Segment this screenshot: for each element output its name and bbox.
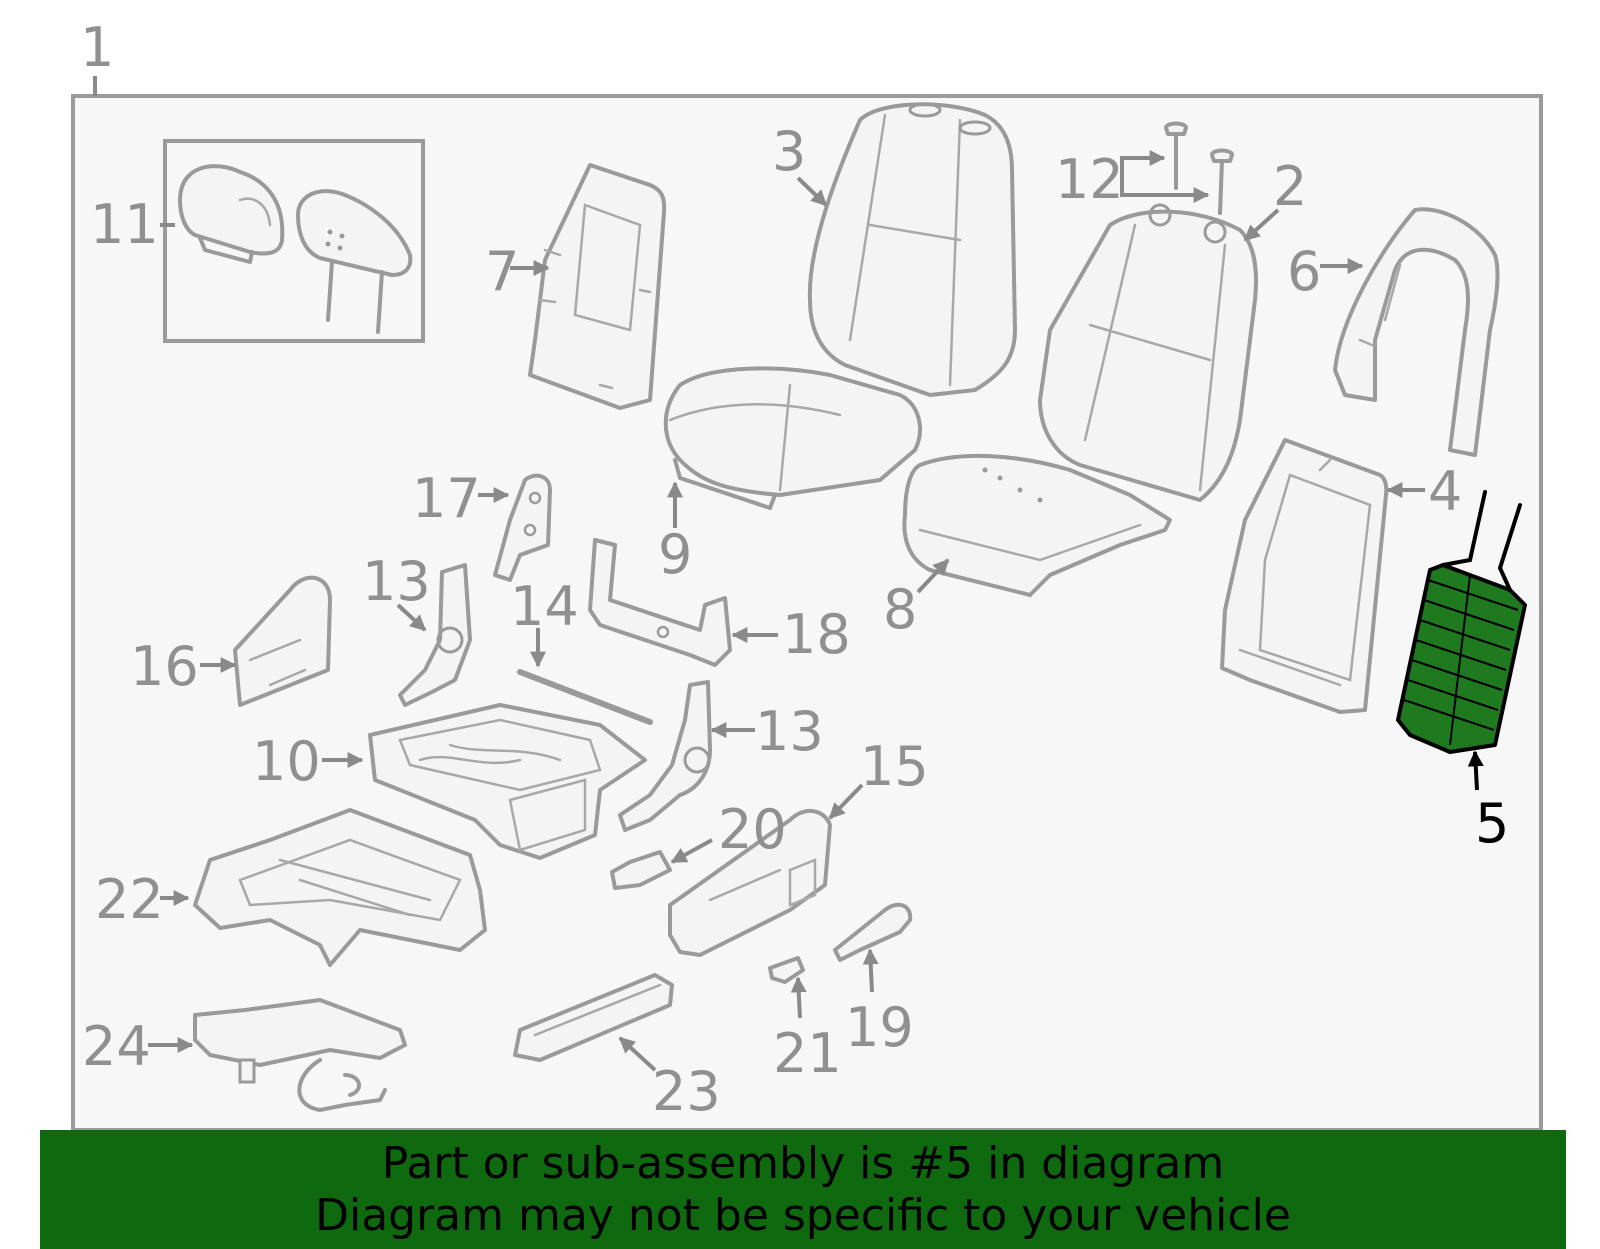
banner-line-disclaimer: Diagram may not be specific to your vehi… [315,1189,1291,1241]
part-back-frame [1220,438,1389,714]
leader-lines [148,150,1484,1072]
part-recliner-13-left [398,563,472,707]
part-rod-14 [517,669,653,725]
callout-10[interactable]: 10 [252,730,321,793]
part-wire-harness-24 [193,998,407,1112]
callout-24[interactable]: 24 [82,1015,151,1078]
callout-12[interactable]: 12 [1055,148,1124,211]
part-cushion-frame [368,703,647,860]
callout-6[interactable]: 6 [1287,240,1321,303]
callout-19[interactable]: 19 [845,996,914,1059]
callout-1[interactable]: 1 [80,16,114,79]
callout-18[interactable]: 18 [782,603,851,666]
part-switch-20 [610,850,672,890]
callout-22[interactable]: 22 [95,868,164,931]
callout-13-left[interactable]: 13 [362,550,431,613]
part-lumbar-support-highlighted [1396,490,1527,754]
part-seatback-cover [807,102,1017,397]
part-seat-track-22 [193,808,487,967]
part-cushion-cover [663,366,922,510]
callout-20[interactable]: 20 [718,798,787,861]
part-bracket-17 [493,473,552,582]
callout-15[interactable]: 15 [860,735,929,798]
part-headrests [163,139,425,343]
part-back-panel [528,163,667,410]
part-side-shield-16 [233,575,332,707]
part-cap-21 [768,956,805,984]
part-seatback-pad [1038,203,1259,502]
callout-2[interactable]: 2 [1273,155,1307,218]
callout-23[interactable]: 23 [652,1060,721,1123]
part-side-trim-15 [668,809,832,957]
callout-11[interactable]: 11 [90,193,159,256]
callout-13-right[interactable]: 13 [755,700,824,763]
callout-8[interactable]: 8 [883,578,917,641]
part-cushion-pad [902,453,1172,597]
callout-3[interactable]: 3 [772,120,806,183]
callout-14[interactable]: 14 [510,575,579,638]
part-recliner-13-right [618,680,712,832]
part-headrest-guides [1164,121,1234,215]
callout-4[interactable]: 4 [1428,460,1462,523]
callout-9[interactable]: 9 [658,523,692,586]
part-back-trim [1333,207,1500,457]
part-handle-19 [833,902,913,962]
callout-16[interactable]: 16 [130,635,199,698]
banner-line-part: Part or sub-assembly is #5 in diagram [381,1137,1225,1189]
part-crossmember-18 [588,538,732,667]
callout-7[interactable]: 7 [485,240,519,303]
callout-21[interactable]: 21 [773,1022,842,1085]
callout-17[interactable]: 17 [412,467,481,530]
callout-labels: 1 2 3 4 5 6 7 8 9 10 11 12 13 13 14 15 1… [80,16,1509,1123]
callout-5-highlighted[interactable]: 5 [1475,792,1509,855]
info-banner: Part or sub-assembly is #5 in diagram Di… [40,1130,1566,1249]
